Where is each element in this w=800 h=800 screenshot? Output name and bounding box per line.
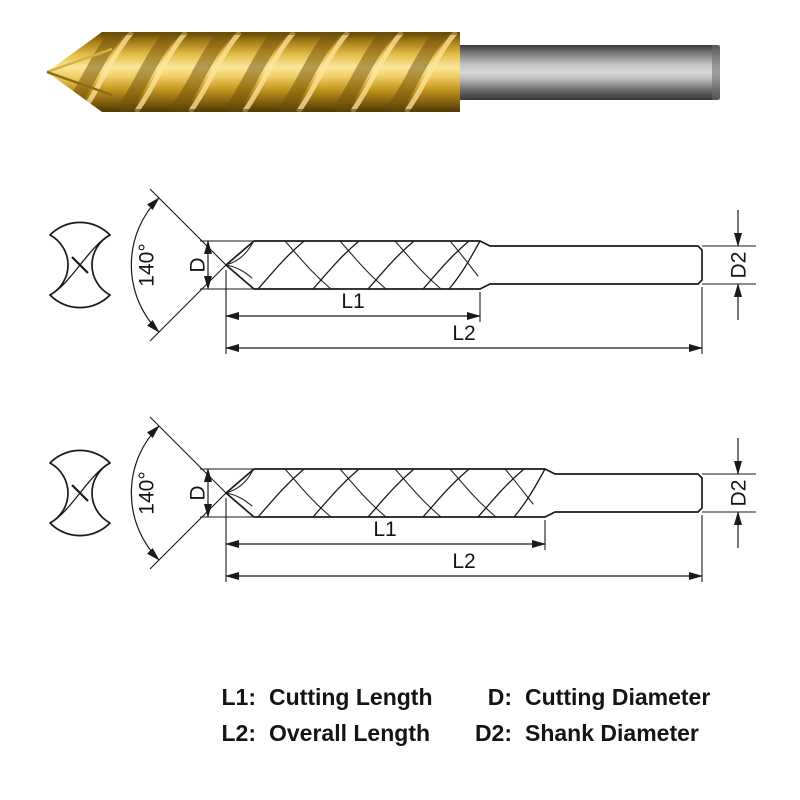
end-view-chisel-edge bbox=[71, 256, 89, 274]
dim-shank-diameter: D2 bbox=[702, 210, 756, 320]
overall-length-label: L2 bbox=[452, 550, 475, 573]
legend-key-l1: L1: bbox=[221, 684, 257, 710]
dim-overall-length: L2 bbox=[225, 287, 703, 354]
dim-shank-diameter: D2 bbox=[702, 438, 756, 548]
drill-outline bbox=[225, 240, 703, 290]
point-angle-label: 140° bbox=[136, 471, 159, 514]
end-view bbox=[49, 449, 111, 537]
legend-value-d2: Shank Diameter bbox=[525, 720, 699, 746]
product-photo bbox=[46, 32, 720, 112]
end-view bbox=[49, 221, 111, 309]
diagram-short-flute-drill: 140° D D2 L1 bbox=[49, 188, 756, 354]
legend-key-d2: D2: bbox=[474, 720, 512, 746]
side-view bbox=[225, 240, 703, 290]
point-angle-label: 140° bbox=[136, 243, 159, 286]
flute-helix-lines bbox=[225, 468, 546, 518]
dim-cutting-diameter: D bbox=[187, 240, 254, 290]
shank-end-shade bbox=[712, 45, 720, 100]
legend: L1: Cutting Length D: Cutting Diameter L… bbox=[210, 684, 711, 747]
overall-length-label: L2 bbox=[452, 322, 475, 345]
shank-diameter-label: D2 bbox=[728, 480, 751, 507]
tip-facet-bottom bbox=[46, 70, 113, 97]
drill-outline bbox=[225, 468, 703, 518]
legend-key-l2: L2: bbox=[221, 720, 257, 746]
shank-diameter-label: D2 bbox=[728, 252, 751, 279]
cutting-length-label: L1 bbox=[373, 518, 396, 541]
cutting-length-label: L1 bbox=[341, 290, 364, 313]
side-view bbox=[225, 468, 703, 518]
tip-facet-top bbox=[46, 47, 113, 74]
legend-key-d: D: bbox=[487, 684, 512, 710]
dim-overall-length: L2 bbox=[225, 515, 703, 582]
cutting-diameter-label: D bbox=[187, 257, 210, 272]
flute-spiral-stripes bbox=[62, 32, 460, 112]
legend-value-l1: Cutting Length bbox=[269, 684, 433, 710]
end-view-chisel-edge bbox=[71, 484, 89, 502]
dim-cutting-length: L1 bbox=[225, 270, 481, 354]
drill-shank-photo bbox=[458, 45, 720, 100]
flute-helix-lines bbox=[225, 240, 481, 290]
dim-point-angle: 140° bbox=[130, 416, 227, 570]
dim-cutting-length: L1 bbox=[225, 498, 546, 582]
dim-cutting-diameter: D bbox=[187, 468, 254, 518]
legend-value-l2: Overall Length bbox=[269, 720, 431, 746]
legend-value-d: Cutting Diameter bbox=[525, 684, 711, 710]
dim-point-angle: 140° bbox=[130, 188, 227, 342]
cutting-diameter-label: D bbox=[187, 485, 210, 500]
end-view-outline bbox=[49, 221, 111, 309]
end-view-outline bbox=[49, 449, 111, 537]
diagram-long-flute-drill: 140° D D2 L1 bbox=[49, 416, 756, 582]
